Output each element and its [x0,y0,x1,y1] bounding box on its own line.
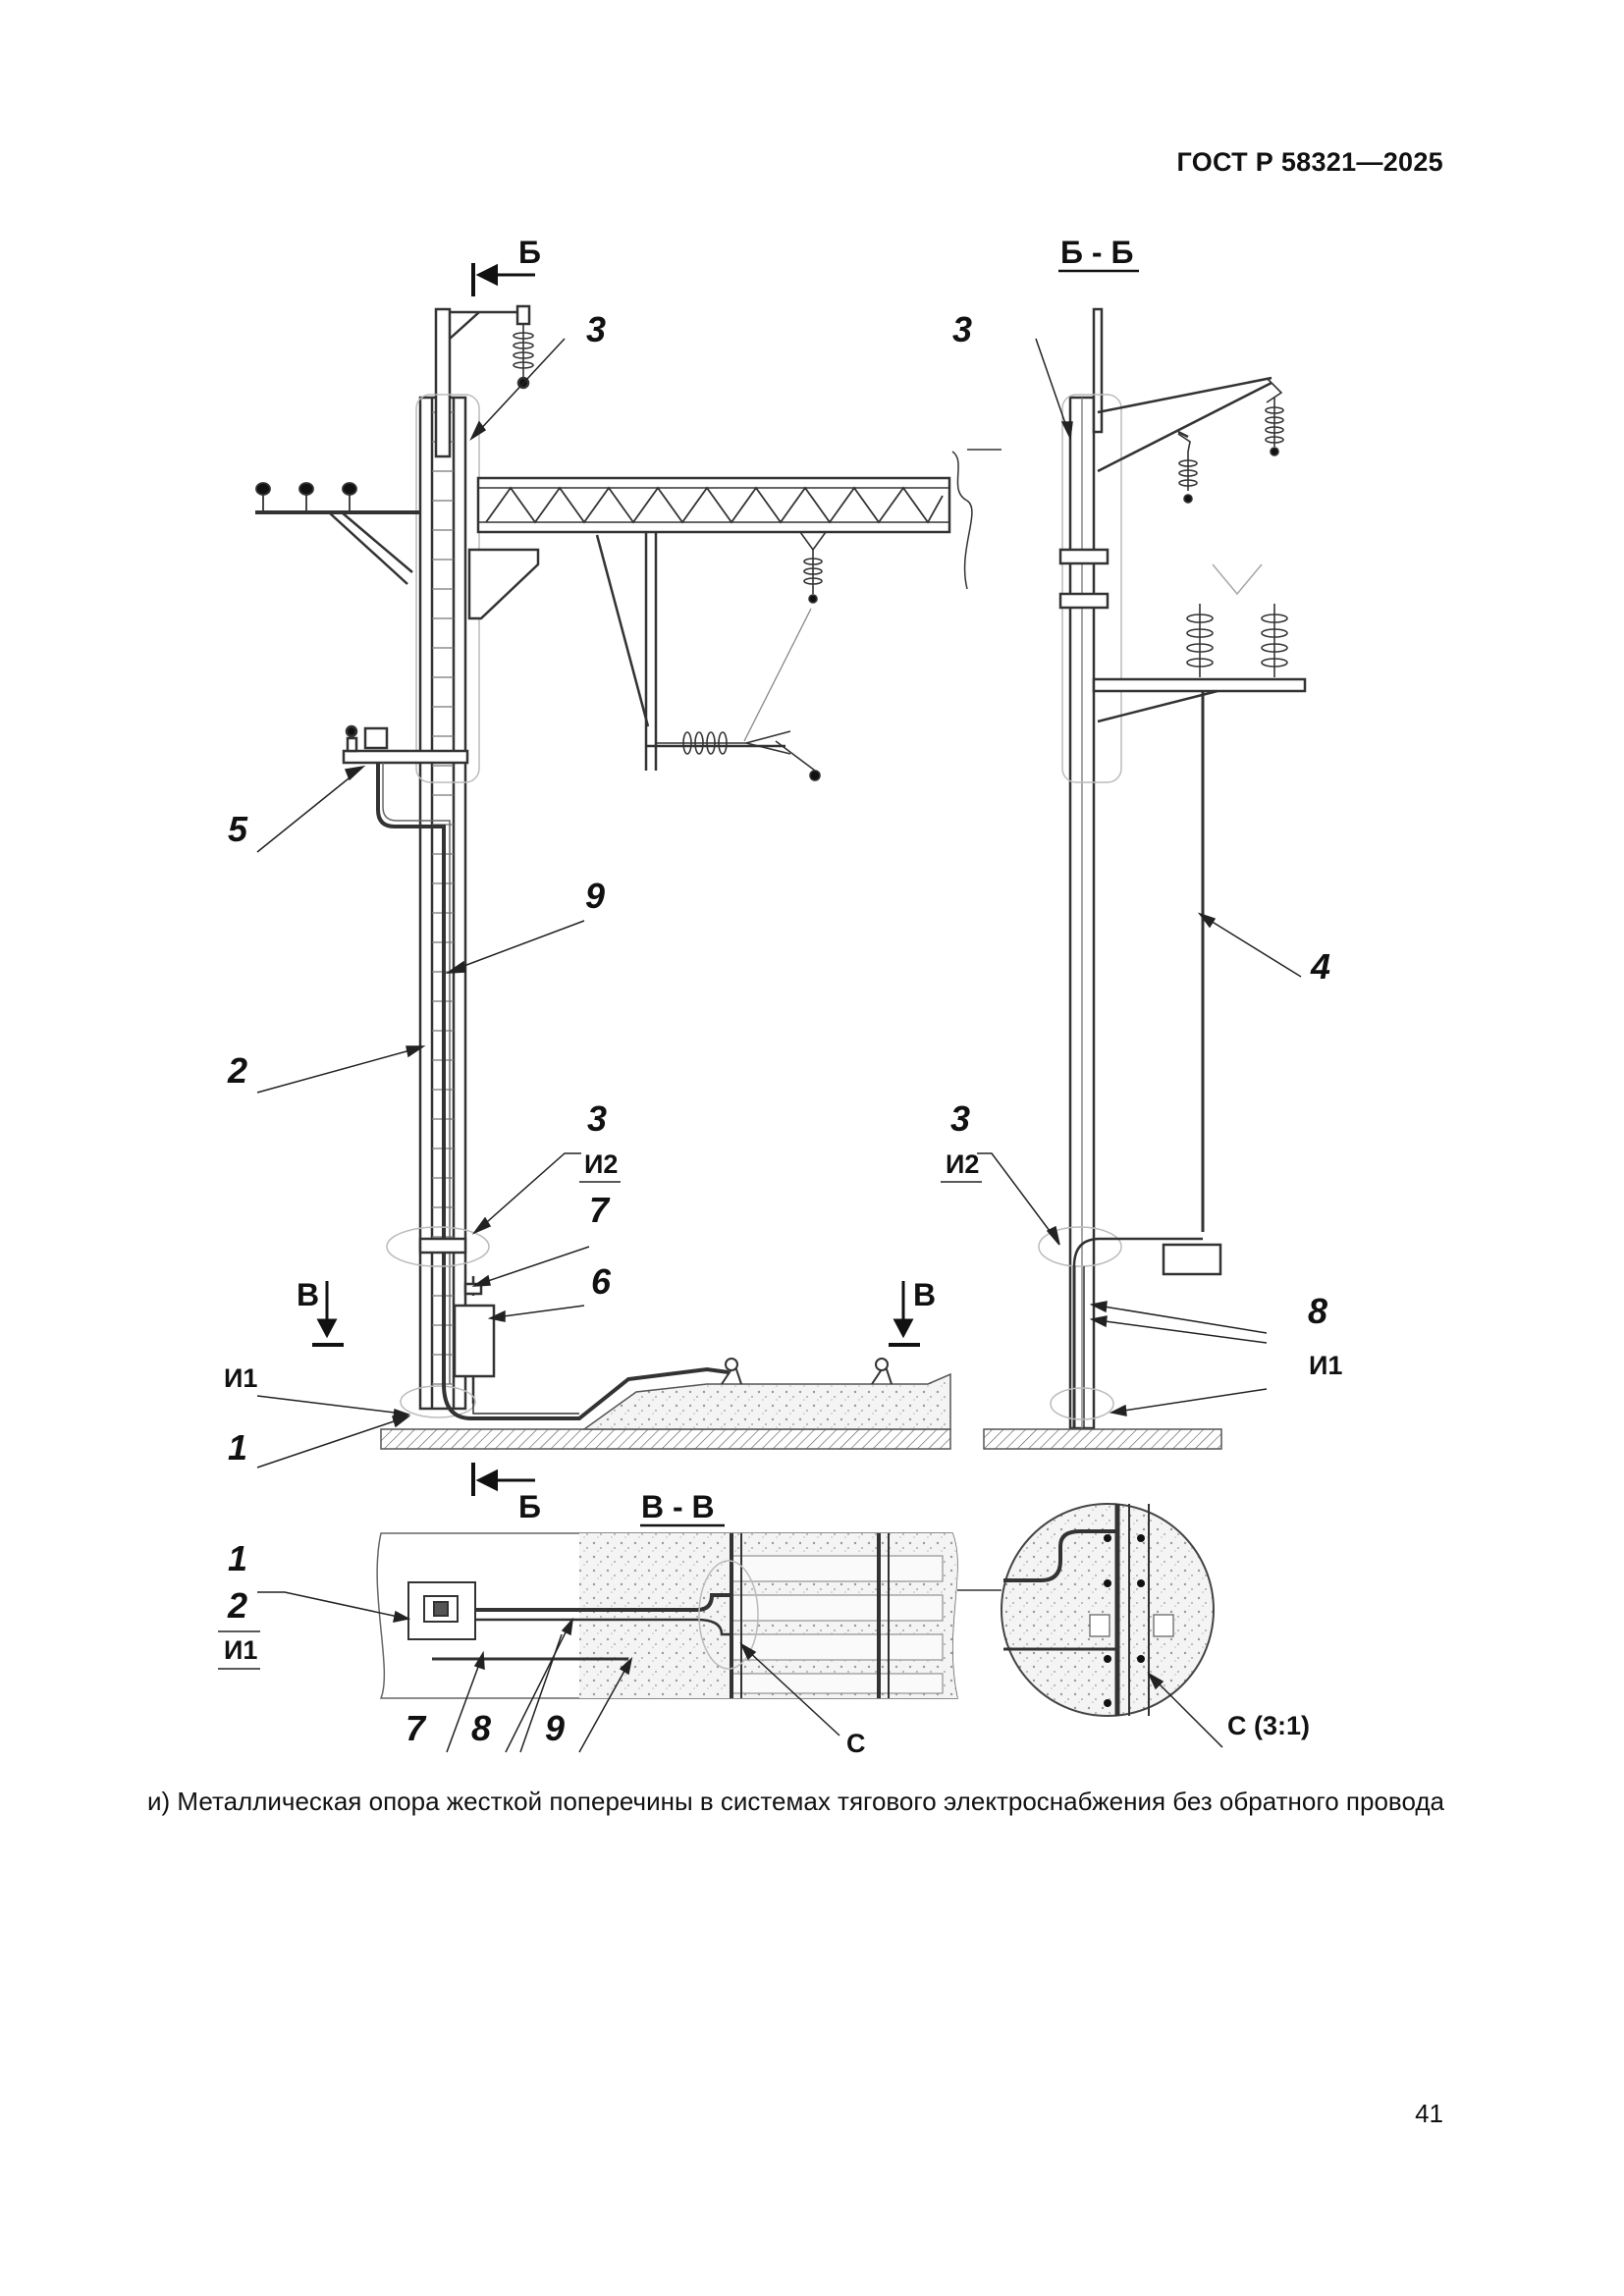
callout-c: С [846,1729,866,1758]
insulators-cross-arm [255,482,357,512]
section-mark-v-left [312,1281,344,1347]
callout-9-plan: 9 [545,1708,565,1748]
callout-2-plan: 2 [227,1585,247,1626]
main-pole-view [255,304,1001,1450]
leader-lines [256,338,1302,1753]
insulator-top [513,324,534,378]
callout-i1-plan: И1 [224,1635,257,1665]
callout-1: 1 [228,1427,247,1468]
section-mark-v-right-label: В [913,1277,936,1312]
side-view-pole [983,307,1307,1450]
section-title-vv: В - В [641,1489,715,1524]
callout-3-top-left: 3 [586,309,606,349]
callout-i1-right: И1 [1309,1351,1342,1380]
insulator-beam [799,531,827,604]
callout-i1-left: И1 [224,1363,257,1393]
section-mark-b-bottom-label: Б [518,1489,541,1524]
section-title-bb: Б - Б [1060,235,1133,270]
document-standard-number: ГОСТ Р 58321—2025 [1176,147,1443,177]
callout-6: 6 [591,1261,612,1302]
callout-3-top-right: 3 [952,309,972,349]
insulator-horizontal [656,730,821,781]
callout-5: 5 [228,809,248,849]
callout-9: 9 [585,876,605,916]
callout-8-right: 8 [1308,1291,1327,1331]
ballast-prism [581,1372,951,1430]
callout-3-mid-left: 3 [587,1098,607,1139]
rigid-cross-beam-truss [476,476,951,534]
plan-view [376,1532,958,1699]
ground-hatch [380,1428,951,1450]
callout-4: 4 [1310,946,1330,987]
callout-i2-left: И2 [584,1149,618,1179]
rails [721,1358,893,1385]
figure-caption: и) Металлическая опора жесткой поперечин… [147,1787,1444,1816]
callout-7-plan: 7 [406,1708,427,1748]
callout-c-detail: С (3:1) [1227,1711,1310,1740]
section-mark-b-bottom [471,1463,535,1496]
callout-7: 7 [589,1190,611,1230]
callout-8-plan: 8 [471,1708,491,1748]
callout-2: 2 [227,1050,247,1091]
page-number: 41 [1415,2099,1443,2128]
section-mark-v-left-label: В [297,1277,319,1312]
callout-i2-right: И2 [946,1149,979,1179]
detail-c-view [957,1503,1215,1717]
callout-1-plan: 1 [228,1538,247,1578]
callout-3-mid-right: 3 [950,1098,970,1139]
section-mark-v-right [889,1281,920,1347]
section-mark-b-top-label: Б [518,235,541,270]
section-mark-b-top [471,263,535,296]
